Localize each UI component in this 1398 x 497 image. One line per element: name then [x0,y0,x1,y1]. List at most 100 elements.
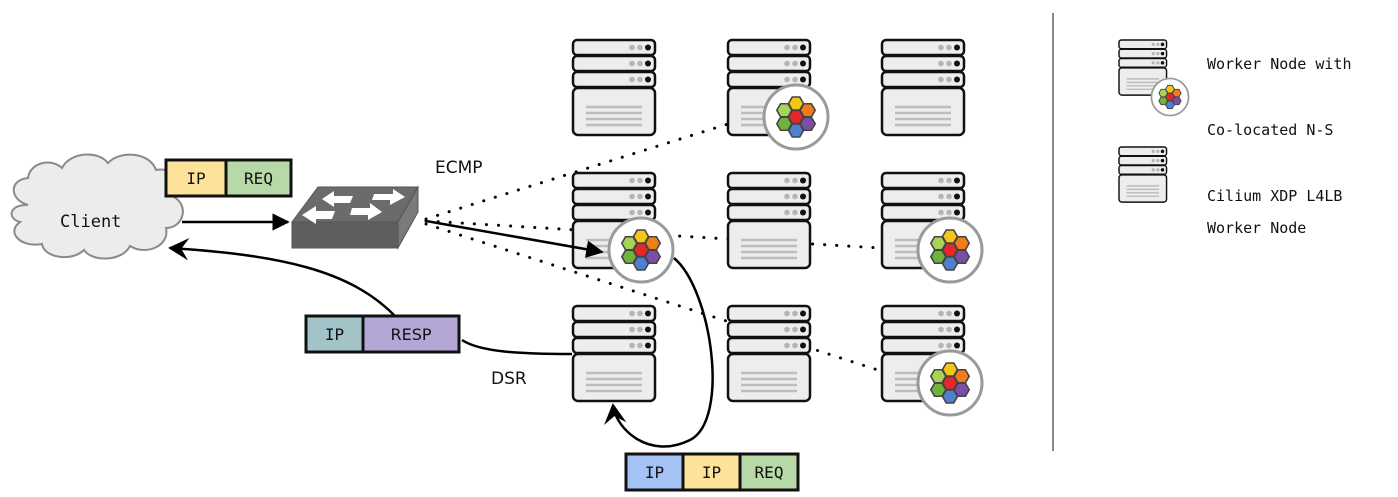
led-icon [645,326,651,333]
led-icon [946,193,952,200]
led-icon [1156,42,1160,46]
led-icon [954,60,960,67]
switch[interactable] [291,185,419,250]
led-icon [645,310,651,317]
legend-label-l4lb: Worker Node with Co-located N-S Cilium X… [1207,9,1352,229]
legend [1118,39,1190,203]
led-icon [954,342,960,349]
led-icon [792,209,798,216]
arrow-layer [168,213,714,448]
led-icon [800,177,806,184]
server-body [1118,174,1168,203]
ecmp-path-to-r3c3 [424,222,917,387]
packet-segment [681,452,742,492]
connection-layer [424,107,917,387]
led-icon [792,60,798,67]
led-icon [1151,42,1155,46]
led-icon [800,60,806,67]
led-icon [800,326,806,333]
led-icon [637,76,643,83]
cloud-icon [10,153,184,260]
packet-segment-label: REQ [755,463,784,482]
led-icon [645,76,651,83]
cilium-hexagon [1165,92,1175,102]
led-icon [792,44,798,51]
client-cloud[interactable]: Client [10,153,184,260]
led-icon [938,326,944,333]
led-icon [784,44,790,51]
led-icon [1151,149,1155,153]
led-icon [938,310,944,317]
led-icon [954,76,960,83]
led-icon [954,326,960,333]
packet-segment [738,452,800,492]
led-icon [1160,149,1165,154]
led-icon [946,76,952,83]
led-icon [784,209,790,216]
worker-node-r3-c2[interactable] [726,304,812,403]
cilium-icon [762,83,830,151]
packet-segment-label: IP [325,325,344,344]
led-icon [645,193,651,200]
led-icon [800,193,806,200]
led-icon [938,60,944,67]
led-icon [800,310,806,317]
cilium-icon [916,349,984,417]
led-icon [792,326,798,333]
led-icon [629,342,635,349]
cilium-hexagon [941,242,959,258]
led-icon [1156,168,1160,172]
dsr-label: DSR [491,369,527,389]
led-icon [938,44,944,51]
led-icon [629,310,635,317]
led-icon [946,342,952,349]
led-icon [938,342,944,349]
led-icon [629,60,635,67]
cilium-icon [916,216,984,284]
packet-segment-label: RESP [390,325,431,344]
led-icon [1156,149,1160,153]
led-icon [1156,52,1160,56]
led-icon [946,209,952,216]
legend-line: Cilium XDP L4LB [1207,187,1343,205]
packet-segment [304,314,365,354]
led-icon [1151,52,1155,56]
led-icon [784,60,790,67]
worker-node-r2-c2[interactable] [726,171,812,270]
worker-node-r1-c1[interactable] [571,38,657,137]
led-icon [645,60,651,67]
response-packet: IP RESP [304,314,461,354]
client-label: Client [60,212,121,232]
led-icon [784,310,790,317]
led-icon [954,193,960,200]
led-icon [637,310,643,317]
led-icon [645,44,651,51]
server-body [726,352,812,403]
led-icon [629,209,635,216]
led-icon [629,326,635,333]
packet-segment-label: REQ [244,169,273,188]
led-icon [1160,168,1165,172]
led-icon [1151,61,1155,65]
worker-node-r3-c1[interactable] [571,304,657,403]
led-icon [629,44,635,51]
packet-segment [624,452,685,492]
led-icon [645,209,651,216]
led-icon [784,326,790,333]
led-icon [629,193,635,200]
packet-segment [224,158,293,198]
worker-node-r1-c3[interactable] [880,38,966,137]
legend-icon-worker-node[interactable] [1118,146,1168,203]
cilium-icon [607,216,675,284]
led-icon [1160,42,1165,47]
ecmp-label: ECMP [435,158,483,178]
packet-segment [361,314,461,354]
legend-icon-l4lb-node[interactable] [1118,39,1168,96]
led-icon [784,177,790,184]
cilium-hexagon [787,109,805,125]
led-icon [645,342,651,349]
led-icon [954,44,960,51]
led-icon [792,310,798,317]
